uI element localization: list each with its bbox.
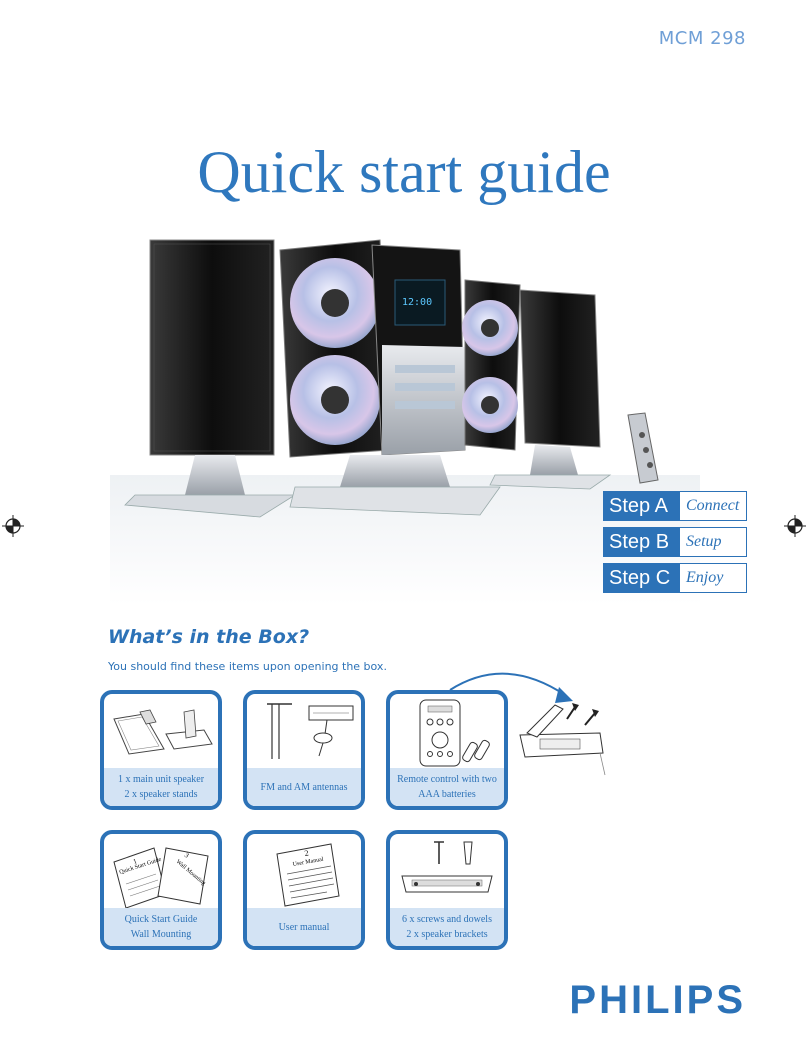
- step-c: Step C Enjoy: [603, 563, 747, 593]
- item-caption: Remote control with two AAA batteries: [390, 768, 504, 806]
- philips-logo: PHILIPS: [569, 978, 746, 1022]
- svg-text:12:00: 12:00: [402, 297, 432, 308]
- step-a-word: Connect: [679, 491, 747, 521]
- quick-guide-booklet-number: 1: [132, 857, 138, 866]
- item-caption: 1 x main unit speaker 2 x speaker stands: [104, 768, 218, 806]
- manual-icon: 2 User Manual: [276, 843, 340, 907]
- item-card-speakers: 1 x main unit speaker 2 x speaker stands: [100, 690, 222, 810]
- step-b-word: Setup: [679, 527, 747, 557]
- item-caption-line: AAA batteries: [418, 789, 476, 800]
- registration-mark-icon: [2, 515, 24, 537]
- box-subtitle: You should find these items upon opening…: [108, 660, 387, 673]
- remote-control-icon: [419, 699, 490, 767]
- item-card-hardware: 6 x screws and dowels 2 x speaker bracke…: [386, 830, 508, 950]
- item-caption-line: Remote control with two: [397, 774, 497, 785]
- step-a: Step A Connect: [603, 491, 747, 521]
- item-card-manual: 2 User Manual User manual: [243, 830, 365, 950]
- item-caption: User manual: [247, 908, 361, 946]
- box-heading: What’s in the Box?: [108, 626, 310, 648]
- micro-system-product-image: 12:00: [110, 239, 700, 605]
- item-caption: 6 x screws and dowels 2 x speaker bracke…: [390, 908, 504, 946]
- page-title: Quick start guide: [197, 139, 611, 205]
- item-caption-line: User manual: [278, 921, 330, 933]
- item-caption-line: 2 x speaker stands: [124, 789, 198, 800]
- antenna-icon: [267, 703, 354, 759]
- user-manual-booklet-label: User Manual: [292, 857, 324, 868]
- battery-insert-illustration: [449, 672, 606, 776]
- steps-panel: Step A Connect Step B Setup Step C Enjoy: [603, 491, 747, 599]
- item-caption-line: 2 x speaker brackets: [406, 929, 488, 940]
- item-card-antennas: FM and AM antennas: [243, 690, 365, 810]
- speaker-stand-icon: [113, 709, 213, 755]
- item-caption-line: FM and AM antennas: [260, 781, 348, 793]
- registration-mark-icon: [784, 515, 806, 537]
- model-number: MCM 298: [658, 28, 746, 49]
- item-card-remote: Remote control with two AAA batteries: [386, 690, 508, 810]
- step-c-label: Step C: [603, 563, 679, 593]
- item-caption-line: 6 x screws and dowels: [402, 914, 492, 925]
- step-b: Step B Setup: [603, 527, 747, 557]
- step-b-label: Step B: [603, 527, 679, 557]
- step-c-word: Enjoy: [679, 563, 747, 593]
- item-card-guides: 1 Quick Start Guide 3 Wall Mounting Quic…: [100, 830, 222, 950]
- user-manual-booklet-number: 2: [304, 848, 310, 858]
- item-caption: Quick Start Guide Wall Mounting: [104, 908, 218, 946]
- item-caption-line: Wall Mounting: [130, 929, 192, 940]
- step-a-label: Step A: [603, 491, 679, 521]
- item-caption: FM and AM antennas: [247, 768, 361, 806]
- item-caption-line: Quick Start Guide: [124, 914, 198, 925]
- item-caption-line: 1 x main unit speaker: [117, 774, 205, 785]
- booklet-icon: 1 Quick Start Guide 3 Wall Mounting: [113, 847, 209, 908]
- screw-bracket-icon: [401, 841, 493, 893]
- wall-mounting-booklet-number: 3: [183, 851, 191, 860]
